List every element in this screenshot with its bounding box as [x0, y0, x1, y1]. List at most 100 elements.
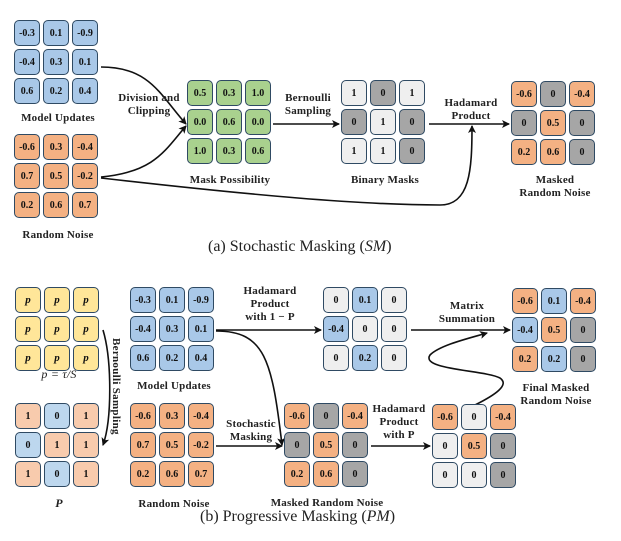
matrix-cell: -0.4 [569, 81, 595, 107]
matrix-cell: 0.6 [130, 345, 156, 371]
pm-hadamard-p-line1: Hadamard [372, 403, 426, 415]
sm-caption-em: SM [364, 238, 387, 255]
matrix-cell: 0.2 [14, 192, 40, 218]
matrix-cell: 0.1 [72, 49, 98, 75]
sm-binary-masks-label: Binary Masks [350, 174, 420, 186]
matrix-cell: p [73, 345, 99, 371]
pm-matrix-sum-line1: Matrix [449, 300, 485, 312]
matrix-cell: 1 [15, 461, 41, 487]
matrix-cell: -0.9 [72, 20, 98, 46]
sm-caption-suffix: ) [386, 238, 392, 255]
arrow-bernoulli-sampling [101, 329, 111, 446]
matrix-cell: 0.4 [188, 345, 214, 371]
pm-stochastic-line2: Masking [229, 431, 273, 443]
matrix-cell: 0 [15, 432, 41, 458]
pm-hadamard-p-line2: Product [379, 416, 419, 428]
matrix-cell: 0 [511, 110, 537, 136]
matrix-cell: 0.3 [43, 134, 69, 160]
matrix-cell: 0 [342, 432, 368, 458]
matrix-cell: 0.3 [159, 316, 185, 342]
pm-caption: (b) Progressive Masking (PM) [200, 508, 395, 526]
pm-caption-prefix: (b) Progressive Masking ( [200, 508, 367, 525]
pm-caption-suffix: ) [389, 508, 396, 525]
sm-hadamard-line2: Product [451, 110, 491, 122]
matrix-cell: 0 [44, 403, 70, 429]
matrix-cell: 0.6 [245, 138, 271, 164]
sm-random-noise-label: Random Noise [22, 229, 94, 241]
sm-bernoulli-line1: Bernoulli [285, 92, 331, 104]
sm-division-clipping-line2: Clipping [127, 105, 171, 117]
arrow-updates-to-masked [215, 330, 286, 446]
pm-p-grid-label: p = τ/S [41, 367, 77, 381]
pm-stochastic-masking-label: Stochastic Masking [222, 418, 280, 444]
matrix-cell: 0.2 [130, 461, 156, 487]
matrix-cell: 0.2 [159, 345, 185, 371]
pm-matrix-summation-label: Matrix Summation [428, 300, 506, 326]
sm-bernoulli-line2: Sampling [284, 105, 332, 117]
matrix-cell: 0 [44, 461, 70, 487]
arrow-noise-to-hadamard [100, 125, 476, 206]
matrix-cell: 0 [569, 110, 595, 136]
pm-final-label-line1: Final Masked [522, 382, 590, 394]
matrix-cell: 0.3 [216, 80, 242, 106]
sm-mask-possibility-label: Mask Possibility [189, 174, 271, 186]
matrix-cell: 0.1 [188, 316, 214, 342]
matrix-cell: 0.0 [187, 109, 213, 135]
matrix-cell: -0.3 [130, 287, 156, 313]
pm-hadamard-p-label: Hadamard Product with P [370, 403, 428, 442]
matrix-cell: 0.6 [216, 109, 242, 135]
sm-masked-label-line1: Masked [535, 174, 575, 186]
matrix-cell: p [44, 345, 70, 371]
matrix-cell: p [73, 316, 99, 342]
matrix-cell: 0 [490, 433, 516, 459]
matrix-cell: -0.3 [14, 20, 40, 46]
pm-final-masked-noise-label: Final Masked Random Noise [500, 382, 612, 408]
sm-caption: (a) Stochastic Masking (SM) [208, 238, 392, 256]
matrix-cell: 0.6 [313, 461, 339, 487]
matrix-cell: 0.7 [130, 432, 156, 458]
matrix-cell: 0.2 [511, 139, 537, 165]
matrix-cell: -0.6 [512, 288, 538, 314]
matrix-cell: -0.4 [188, 403, 214, 429]
matrix-cell: 1 [73, 403, 99, 429]
matrix-cell: 1 [399, 80, 425, 106]
matrix-cell: -0.6 [130, 403, 156, 429]
sm-model-updates-label: Model Updates [21, 112, 95, 124]
matrix-cell: 0.5 [541, 317, 567, 343]
arrow-updates-to-mask-possibility [100, 66, 187, 125]
matrix-cell: 0 [342, 461, 368, 487]
matrix-cell: 0.3 [216, 138, 242, 164]
matrix-cell: 1 [370, 138, 396, 164]
matrix-cell: 0.7 [14, 163, 40, 189]
matrix-cell: 0 [461, 462, 487, 488]
arrow-noise-p-to-final [428, 331, 504, 406]
matrix-cell: 0.7 [188, 461, 214, 487]
matrix-cell: -0.4 [130, 316, 156, 342]
matrix-cell: p [15, 316, 41, 342]
matrix-cell: -0.4 [490, 404, 516, 430]
matrix-cell: 0 [399, 109, 425, 135]
matrix-cell: -0.4 [14, 49, 40, 75]
matrix-cell: -0.4 [512, 317, 538, 343]
matrix-cell: 0.1 [43, 20, 69, 46]
matrix-cell: 0.5 [540, 110, 566, 136]
matrix-cell: 0.1 [352, 287, 378, 313]
matrix-cell: -0.6 [511, 81, 537, 107]
matrix-cell: p [73, 287, 99, 313]
matrix-cell: 1.0 [187, 138, 213, 164]
sm-masked-random-noise-label: Masked Random Noise [500, 174, 610, 200]
matrix-cell: 0 [432, 433, 458, 459]
matrix-cell: 1 [15, 403, 41, 429]
matrix-cell: 0 [570, 317, 596, 343]
matrix-cell: 0 [323, 287, 349, 313]
matrix-cell: 0 [381, 316, 407, 342]
matrix-cell: 0 [323, 345, 349, 371]
